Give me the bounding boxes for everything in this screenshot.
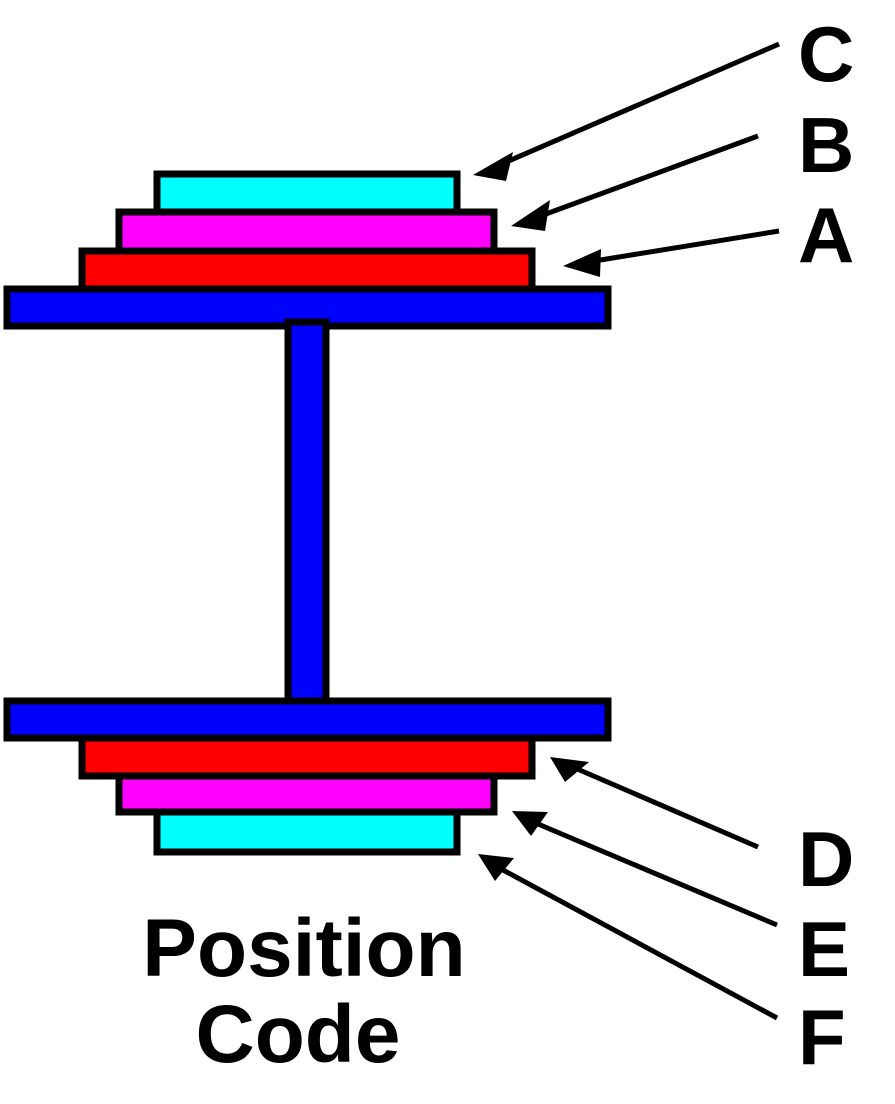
layer-top-red[interactable]	[78, 247, 536, 293]
arrowhead-f	[478, 854, 514, 881]
callout-label-a: A	[798, 191, 854, 279]
arrowhead-d	[550, 757, 589, 782]
layer-bottom-blue[interactable]	[3, 697, 612, 742]
center-column	[284, 318, 330, 708]
callout-label-f: F	[798, 993, 846, 1081]
layer-bottom-red[interactable]	[78, 734, 536, 780]
leader-line-b	[534, 133, 759, 221]
callout-f	[478, 854, 779, 1021]
arrowhead-e	[512, 811, 548, 836]
arrowhead-c	[473, 152, 513, 181]
leader-line-e	[537, 821, 778, 928]
callout-label-b: B	[798, 101, 854, 189]
layer-bottom-magenta[interactable]	[115, 772, 498, 816]
layer-top-magenta[interactable]	[115, 208, 498, 255]
top-stack	[3, 170, 612, 330]
column-blue-shaft[interactable]	[284, 318, 330, 708]
leader-line-c	[496, 41, 780, 169]
leader-line-f	[501, 867, 779, 1021]
callout-d	[550, 757, 759, 850]
callout-b	[511, 133, 759, 231]
layer-bottom-cyan[interactable]	[153, 808, 461, 856]
bottom-stack	[3, 697, 612, 856]
arrowhead-a	[563, 249, 601, 277]
callout-label-e: E	[798, 905, 850, 993]
callout-label-c: C	[798, 10, 854, 98]
callout-a	[563, 228, 780, 277]
leader-line-a	[587, 228, 780, 265]
leader-line-d	[574, 765, 759, 850]
caption-line-2: Code	[196, 989, 401, 1080]
caption-line-1: Position	[142, 903, 465, 994]
callout-c	[473, 41, 780, 181]
callout-label-d: D	[798, 815, 854, 903]
layer-top-cyan[interactable]	[153, 170, 461, 216]
callout-e	[512, 811, 778, 928]
arrowhead-b	[511, 200, 550, 231]
